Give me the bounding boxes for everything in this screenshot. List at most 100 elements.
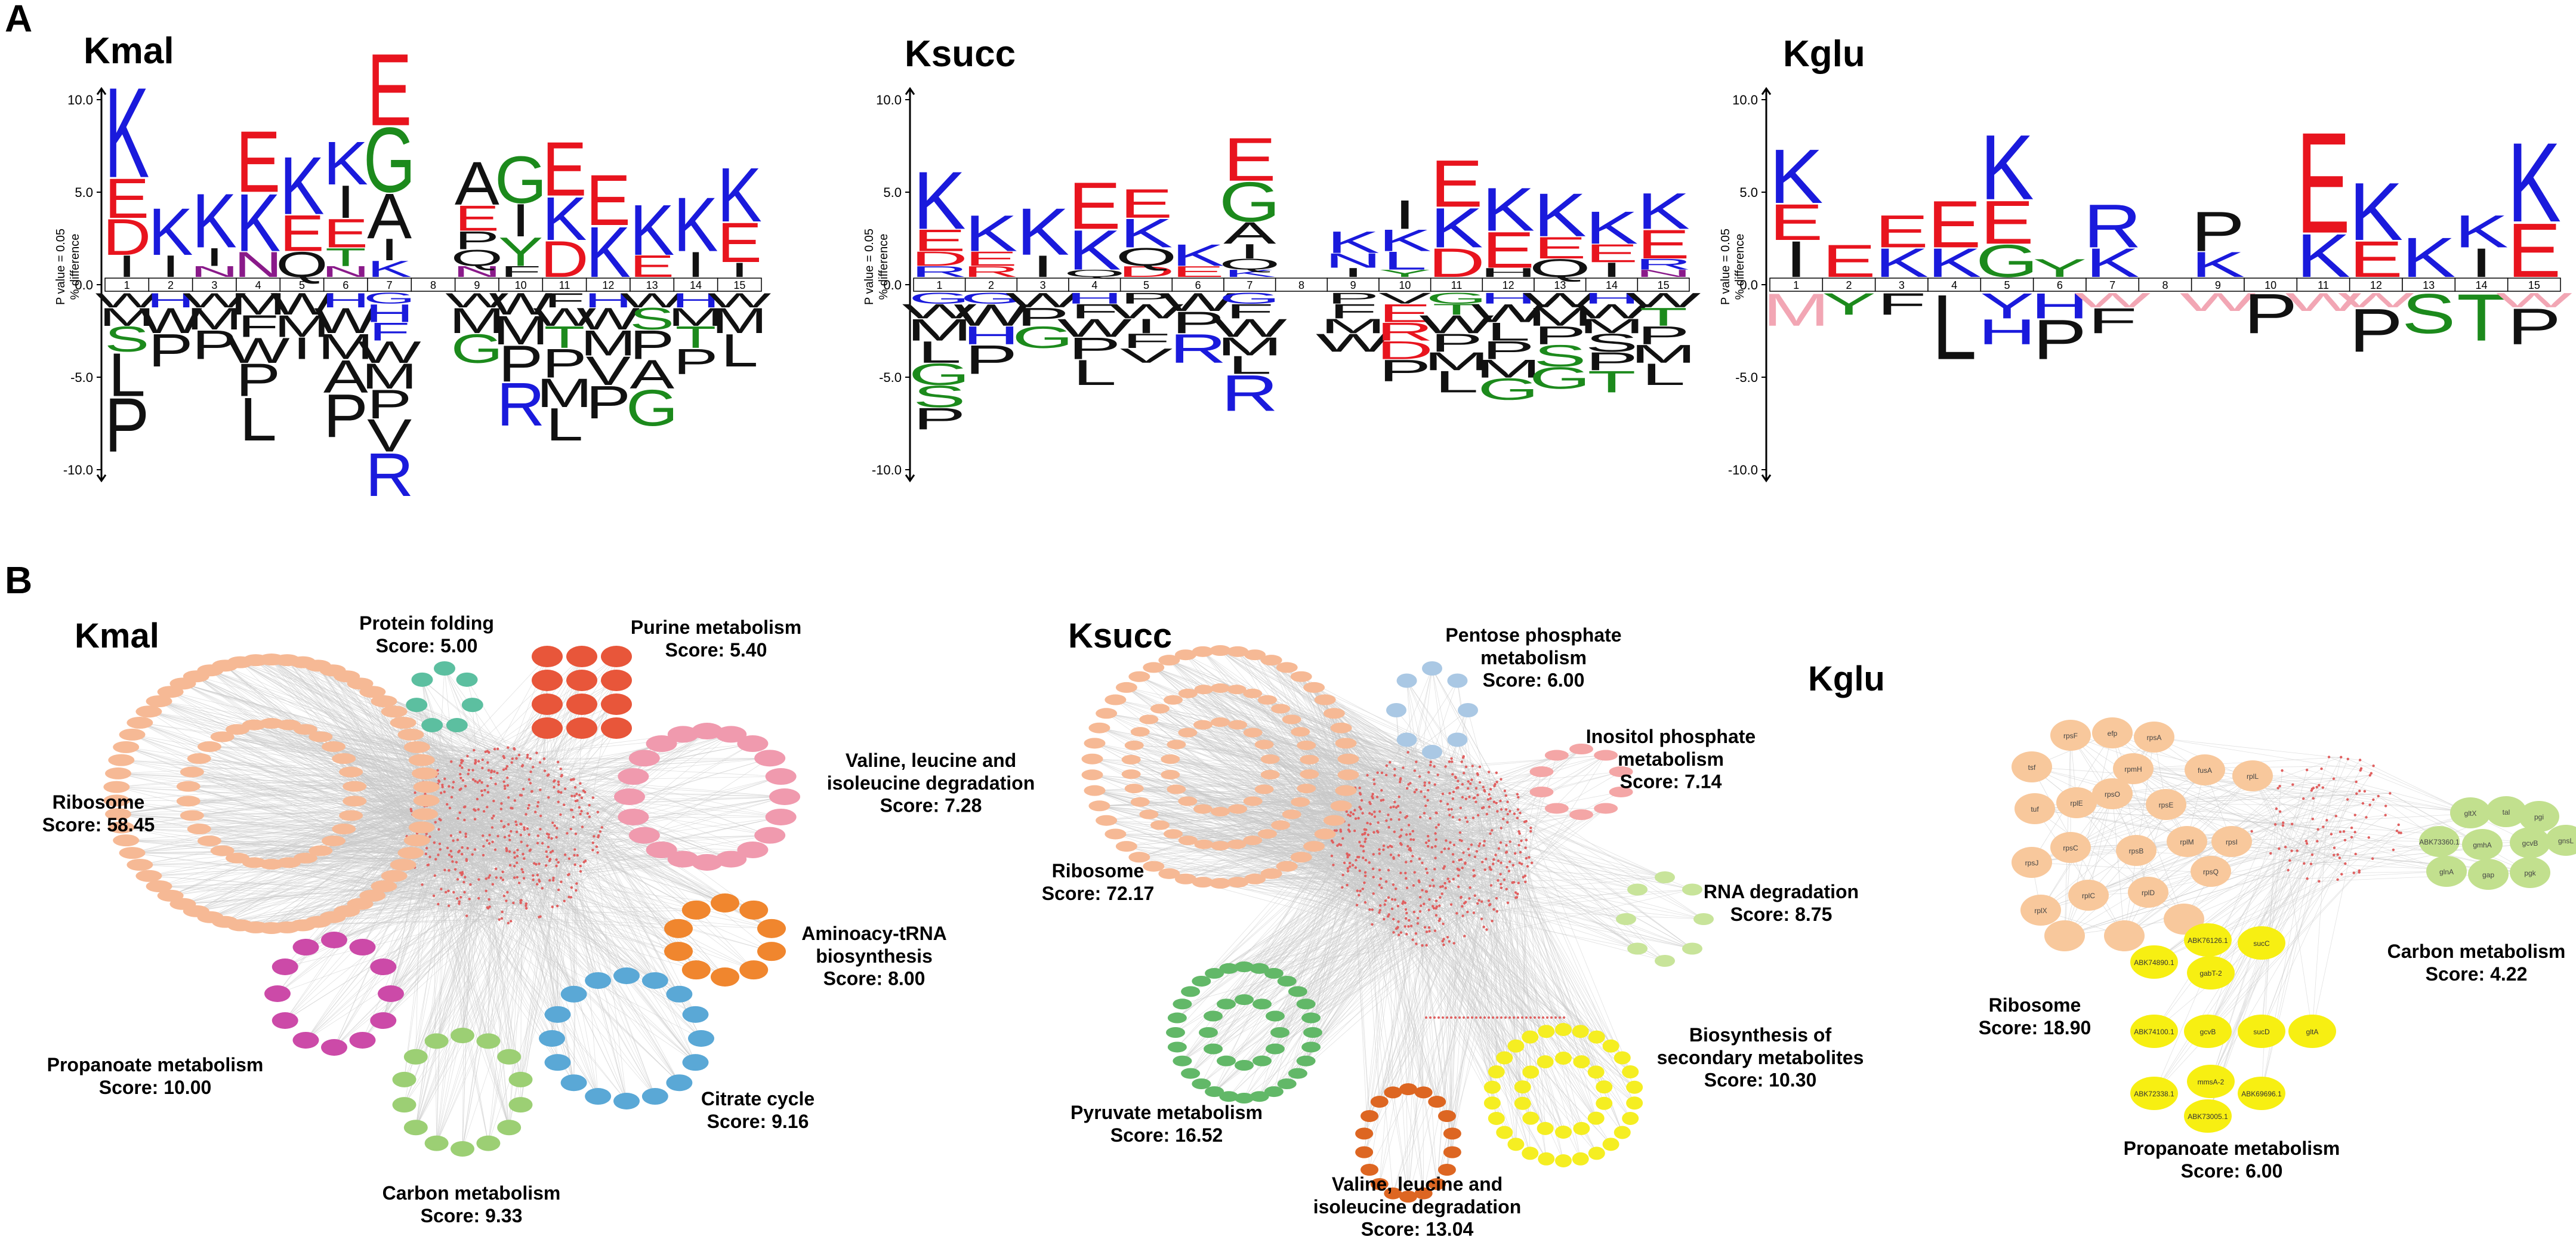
logo-letter-up: K — [1326, 226, 1380, 260]
hub-node — [1468, 897, 1471, 900]
hub-node — [547, 773, 550, 776]
hub-node — [490, 826, 494, 829]
hub-node — [1393, 830, 1396, 833]
hub-node — [1415, 760, 1418, 763]
hub-node — [482, 810, 486, 813]
protein-folding-node — [421, 718, 443, 733]
hub-node — [476, 797, 479, 801]
hub-node — [459, 776, 462, 779]
hub-node — [473, 808, 476, 811]
hub-node — [1482, 925, 1485, 929]
hub-node — [1444, 765, 1447, 768]
hub-node — [547, 796, 550, 799]
aminoacyl-node — [757, 942, 786, 961]
purine-node — [532, 693, 563, 715]
hub-node — [1455, 787, 1458, 790]
hub-node — [1346, 853, 1349, 856]
hub-node — [1380, 799, 1383, 802]
hub-node — [563, 899, 566, 902]
logo-letter-up: D — [540, 231, 588, 288]
position-box — [717, 278, 762, 292]
logo-letter-down: G — [1426, 289, 1487, 307]
hub-node — [1358, 787, 1361, 790]
hub-node — [1459, 896, 1463, 899]
hub-node — [508, 850, 511, 853]
logo-letter-down: H — [1480, 289, 1537, 307]
logo-letter-down: G — [960, 289, 1022, 307]
ribosome-node — [390, 859, 417, 871]
logo-letter-down: F — [1070, 300, 1119, 323]
valine-node — [769, 788, 800, 805]
logo-letter-down: M — [274, 309, 330, 344]
hub-node — [1405, 877, 1408, 880]
ribosome-node — [408, 821, 435, 834]
logo-letter-down: M — [1320, 315, 1386, 338]
logo-letter-down: R — [1376, 318, 1433, 346]
valine-node — [754, 827, 786, 844]
hub-node — [465, 914, 468, 917]
position-label: 8 — [430, 279, 436, 291]
hub-node — [1383, 903, 1386, 906]
edge — [2313, 788, 2471, 813]
ribosome-node — [242, 719, 266, 730]
valine-node — [765, 808, 797, 825]
hub-node — [1464, 765, 1468, 769]
position-label: 5 — [1143, 279, 1149, 291]
hub-node — [532, 878, 535, 881]
hub-node — [563, 803, 566, 806]
carbon-node — [497, 1120, 522, 1136]
position-label: 12 — [1503, 279, 1514, 291]
ribosome-node — [343, 796, 367, 807]
hub-node — [434, 858, 437, 861]
hub-node — [448, 806, 452, 810]
hub-node — [504, 767, 508, 770]
logo-letter-down: P — [1120, 289, 1173, 307]
hub-node — [488, 833, 491, 837]
logo-letter-up: N — [322, 263, 370, 281]
logo-letter-up: G — [1219, 171, 1281, 233]
hub-node — [1362, 850, 1365, 853]
logo-letter-down: H — [962, 321, 1020, 350]
hub-node — [1371, 795, 1374, 798]
hub-node — [527, 833, 530, 836]
logo-title-kmal: Kmal — [84, 30, 174, 72]
ribosome-node — [408, 754, 435, 766]
hub-node — [514, 820, 517, 824]
sequence-logo-kmal: 10.05.00.0-5.0-10.0P value = 0.05% diffe… — [54, 32, 772, 509]
hub-node — [513, 856, 516, 859]
hub-node — [482, 844, 485, 848]
hub-node — [1432, 884, 1435, 887]
hub-node — [508, 839, 511, 842]
hub-node — [526, 753, 529, 757]
aminoacyl-node — [757, 918, 786, 938]
logo-letter-up: R — [911, 263, 968, 281]
purine-node — [532, 646, 563, 667]
hub-node — [1423, 902, 1426, 905]
hub-node — [560, 791, 563, 794]
hub-node — [1459, 806, 1463, 809]
hub-node — [1373, 810, 1376, 813]
hub-node — [491, 883, 495, 886]
hub-node — [425, 846, 428, 850]
hub-node — [1443, 881, 1446, 884]
logo-letter-down: W — [489, 287, 553, 322]
hub-node — [483, 788, 486, 792]
citrate-node — [666, 985, 693, 1003]
hub-node — [1500, 861, 1503, 864]
valine-node — [628, 827, 660, 844]
hub-node — [1451, 760, 1454, 763]
hub-node — [1525, 856, 1528, 860]
logo-letter-down: P — [674, 341, 718, 382]
hub-node — [1489, 868, 1493, 871]
hub-node — [1399, 777, 1402, 780]
hub-node — [573, 848, 576, 851]
hub-node — [1423, 795, 1426, 799]
logo-letter-down: R — [1170, 326, 1227, 372]
hub-node — [444, 890, 448, 894]
aminoacyl-node — [739, 960, 769, 980]
hub-node — [519, 833, 523, 837]
logo-letter-down: W — [1005, 289, 1081, 312]
hub-node — [572, 778, 575, 781]
position-label: 5 — [299, 279, 305, 291]
hub-node — [536, 842, 539, 844]
